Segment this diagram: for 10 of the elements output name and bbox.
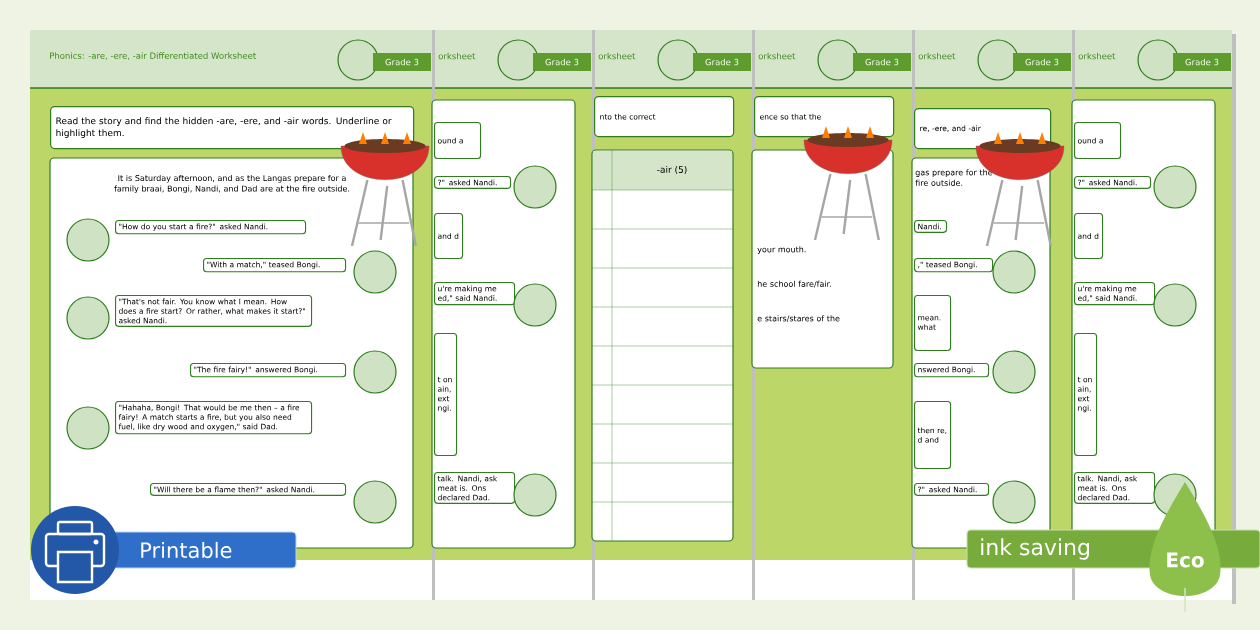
grade-badge: Grade 3: [373, 53, 431, 71]
grade-badge: Grade 3: [533, 53, 591, 71]
grade-badge: Grade 3: [1173, 53, 1231, 71]
story-panel: your mouth. he school fare/fair. e stairs/stares of the: [751, 149, 894, 369]
worksheet-title: Phonics: -are, -ere, -air Differentiated Worksheet: [50, 52, 256, 60]
grade-badge: Grade 3: [693, 53, 751, 71]
grade-badge: Grade 3: [853, 53, 911, 71]
grade-badge: Grade 3: [1013, 53, 1071, 71]
table-header-text: -air (5): [657, 166, 687, 174]
instruction-box: Read the story and find the hidden -are, -ere, and -air words. Underline or highlight them.: [50, 106, 415, 150]
